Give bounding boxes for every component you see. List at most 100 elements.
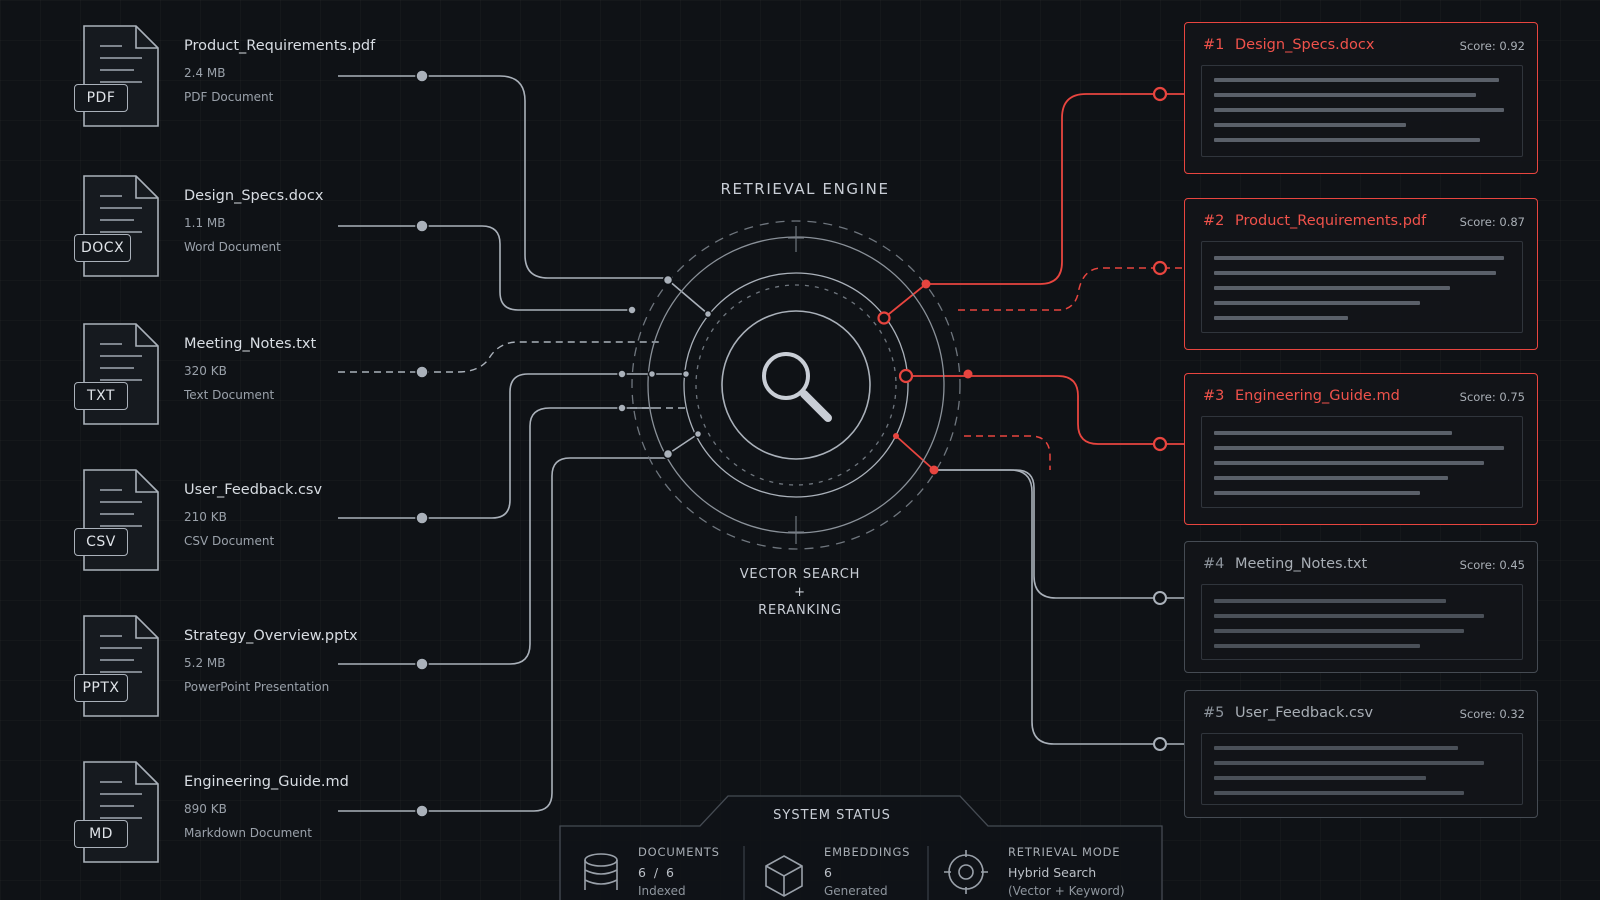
inner-ring: [721, 310, 871, 460]
magnifier-icon: [762, 352, 832, 422]
wire-result-3: [906, 375, 1184, 445]
result-rank: #5: [1203, 705, 1225, 721]
status-documents: DOCUMENTS 6 / 6 Indexed: [638, 845, 720, 898]
wire-result-4: [934, 469, 1184, 599]
document-item[interactable]: CSV User_Feedback.csv 210 KB CSV Documen…: [74, 468, 394, 573]
status-retrieval-mode-label: RETRIEVAL MODE: [1008, 845, 1121, 859]
wire-doc-1: [338, 75, 668, 279]
result-card[interactable]: #2 Product_Requirements.pdf Score: 0.87: [1184, 198, 1538, 350]
status-embeddings-label: EMBEDDINGS: [824, 845, 911, 859]
document-size: 890 KB: [184, 802, 227, 816]
spoke-1: [667, 279, 709, 315]
wire-doc-3-dashed: [338, 341, 660, 373]
status-retrieval-mode-value: Hybrid Search: [1008, 865, 1097, 880]
result-score: Score: 0.75: [1459, 390, 1525, 404]
node-doc-1: [415, 69, 429, 83]
document-item[interactable]: PPTX Strategy_Overview.pptx 5.2 MB Power…: [74, 614, 394, 719]
middle-ring: [683, 272, 909, 498]
document-name: Product_Requirements.pdf: [184, 38, 376, 54]
document-item[interactable]: MD Engineering_Guide.md 890 KB Markdown …: [74, 760, 394, 865]
wire-doc-6: [338, 457, 670, 812]
node-doc-3: [415, 365, 429, 379]
result-preview: [1201, 733, 1523, 805]
document-name: Engineering_Guide.md: [184, 774, 349, 790]
wire-result-dashed-lower: [964, 435, 1051, 470]
engine-subtitle-line: RERANKING: [758, 603, 842, 618]
file-icon: [83, 615, 159, 717]
file-icon: [83, 469, 159, 571]
file-icon: [83, 175, 159, 277]
status-documents-value: 6 / 6: [638, 865, 675, 880]
file-icon: [83, 761, 159, 863]
status-embeddings-note: Generated: [824, 884, 888, 898]
document-item[interactable]: DOCX Design_Specs.docx 1.1 MB Word Docum…: [74, 174, 394, 279]
status-retrieval-mode-note: (Vector + Keyword): [1008, 884, 1125, 898]
status-panel-outline: [559, 795, 1163, 900]
status-retrieval-mode: RETRIEVAL MODE Hybrid Search (Vector + K…: [1008, 845, 1125, 898]
document-item[interactable]: PDF Product_Requirements.pdf 2.4 MB PDF …: [74, 24, 394, 129]
file-type-badge: MD: [74, 820, 128, 848]
result-score: Score: 0.87: [1459, 215, 1525, 229]
result-preview: [1201, 416, 1523, 508]
file-type-badge: CSV: [74, 528, 128, 556]
document-name: Strategy_Overview.pptx: [184, 628, 358, 644]
node-doc-2: [415, 219, 429, 233]
result-name: User_Feedback.csv: [1235, 705, 1374, 721]
result-score: Score: 0.32: [1459, 707, 1525, 721]
wire-result-2-dashed: [958, 267, 1184, 311]
wire-doc-5: [338, 407, 654, 665]
node-result-4: [1153, 591, 1167, 605]
wire-result-1: [883, 93, 1184, 319]
status-title: SYSTEM STATUS: [773, 808, 891, 823]
node-result-2: [1152, 260, 1168, 276]
document-type: PowerPoint Presentation: [184, 680, 330, 694]
document-item[interactable]: TXT Meeting_Notes.txt 320 KB Text Docume…: [74, 322, 394, 427]
document-name: Meeting_Notes.txt: [184, 336, 317, 352]
node-result-3: [1152, 436, 1168, 452]
middle-dashed-ring: [695, 284, 897, 486]
engine-subtitle-line: VECTOR SEARCH: [739, 567, 861, 582]
result-card[interactable]: #4 Meeting_Notes.txt Score: 0.45: [1184, 541, 1538, 673]
document-type: Word Document: [184, 240, 281, 254]
outer-dashed-ring: [631, 220, 961, 550]
wire-result-5: [934, 469, 1184, 745]
result-rank: #3: [1203, 388, 1225, 404]
document-size: 1.1 MB: [184, 216, 226, 230]
wire-doc-4: [338, 373, 686, 519]
result-card[interactable]: #5 User_Feedback.csv Score: 0.32: [1184, 690, 1538, 818]
node-result-1: [1152, 86, 1168, 102]
document-type: CSV Document: [184, 534, 275, 548]
result-rank: #4: [1203, 556, 1225, 572]
status-documents-note: Indexed: [638, 884, 686, 898]
cube-icon: [765, 855, 803, 897]
node-doc-6: [415, 804, 429, 818]
node-result-5: [1153, 737, 1167, 751]
document-size: 2.4 MB: [184, 66, 226, 80]
spoke-5: [667, 433, 699, 455]
status-embeddings-value: 6: [824, 865, 832, 880]
result-rank: #1: [1203, 37, 1225, 53]
node-doc-4: [415, 511, 429, 525]
target-icon: [944, 850, 988, 894]
result-preview: [1201, 584, 1523, 660]
engine-subtitle: VECTOR SEARCH + RERANKING: [680, 566, 920, 620]
document-size: 320 KB: [184, 364, 227, 378]
result-card[interactable]: #1 Design_Specs.docx Score: 0.92: [1184, 22, 1538, 174]
document-size: 5.2 MB: [184, 656, 226, 670]
file-type-badge: TXT: [74, 382, 128, 410]
wire-red-spoke: [895, 435, 935, 471]
result-score: Score: 0.45: [1459, 558, 1525, 572]
result-score: Score: 0.92: [1459, 39, 1525, 53]
status-documents-label: DOCUMENTS: [638, 845, 720, 859]
result-card[interactable]: #3 Engineering_Guide.md Score: 0.75: [1184, 373, 1538, 525]
node-doc-5: [415, 657, 429, 671]
result-name: Product_Requirements.pdf: [1235, 213, 1427, 229]
result-name: Meeting_Notes.txt: [1235, 556, 1368, 572]
file-type-badge: DOCX: [74, 234, 132, 262]
engine-subtitle-line: +: [794, 585, 806, 600]
wire-doc-2: [338, 225, 632, 311]
document-type: Text Document: [184, 388, 275, 402]
result-preview: [1201, 241, 1523, 333]
engine-title: RETRIEVAL ENGINE: [720, 180, 890, 198]
document-type: Markdown Document: [184, 826, 312, 840]
